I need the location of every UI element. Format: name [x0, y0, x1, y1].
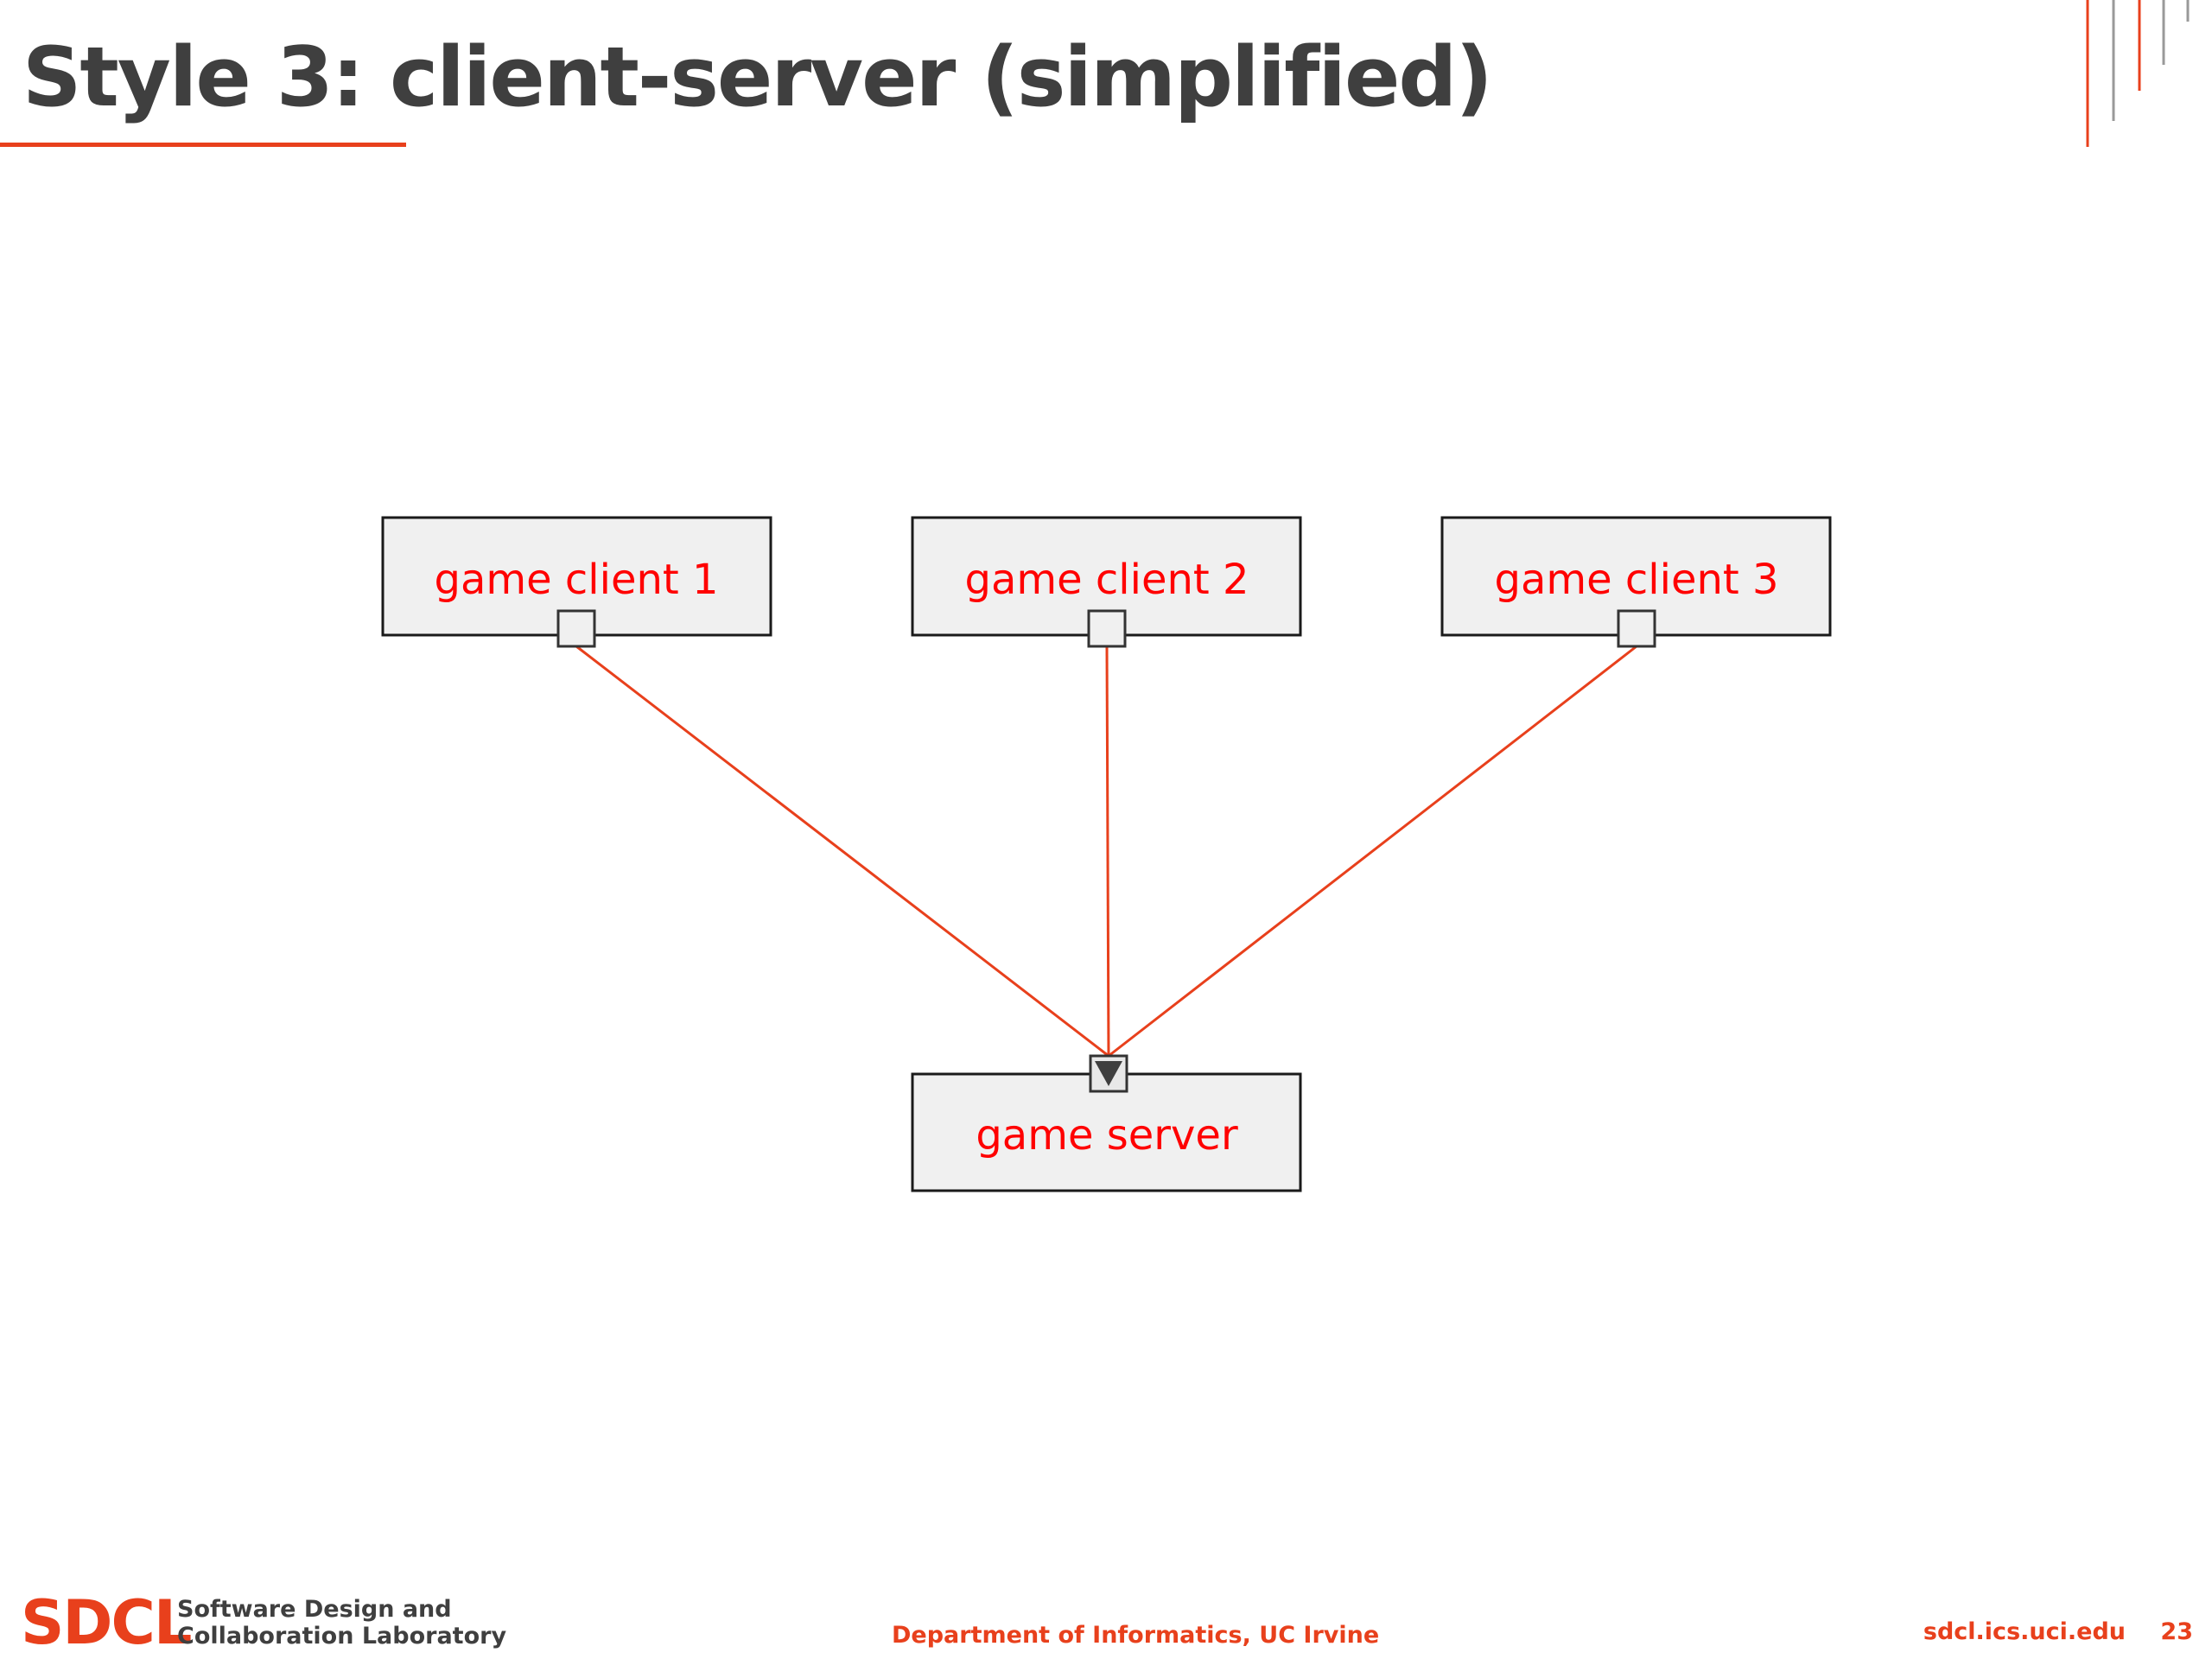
component-game-server: game server: [911, 1054, 1302, 1192]
component-label: game client 1: [434, 556, 718, 604]
footer-lab-name: Software Design and Collaboration Labora…: [177, 1596, 506, 1649]
connector-client-1: [575, 645, 1109, 1058]
footer-department: Department of Informatics, UC Irvine: [892, 1622, 1380, 1649]
down-triangle-icon: [1095, 1061, 1122, 1086]
port-icon: [556, 609, 596, 648]
footer-logo: SDCL: [21, 1587, 192, 1658]
port-icon: [1617, 609, 1656, 648]
connector-client-2: [1105, 645, 1110, 1057]
component-label: game server: [976, 1111, 1238, 1160]
connector-client-3: [1108, 645, 1637, 1058]
slide-title: Style 3: client-server (simplified): [22, 30, 1493, 125]
component-label: game client 2: [964, 556, 1249, 604]
page-number: 23: [2160, 1618, 2193, 1645]
component-label: game client 3: [1494, 556, 1778, 604]
component-game-client-2: game client 2: [911, 516, 1302, 648]
component-game-client-3: game client 3: [1440, 516, 1832, 648]
footer-url: sdcl.ics.uci.edu: [1923, 1618, 2126, 1645]
footer-lab-line-2: Collaboration Laboratory: [177, 1623, 507, 1649]
title-underline: [0, 143, 406, 147]
component-game-client-1: game client 1: [381, 516, 772, 648]
port-icon: [1087, 609, 1127, 648]
corner-decoration: [2086, 0, 2190, 147]
footer-lab-line-1: Software Design and: [177, 1596, 452, 1623]
